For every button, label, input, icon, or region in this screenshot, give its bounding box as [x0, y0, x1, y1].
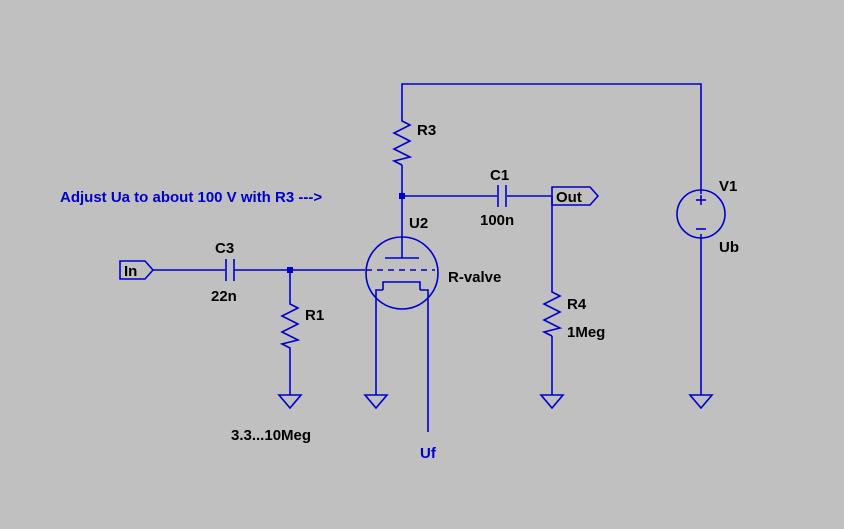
ground-icon-cathode — [363, 394, 389, 410]
r4-value: 1Meg — [567, 324, 605, 341]
c1-value: 100n — [480, 212, 514, 229]
v1-value: Ub — [719, 239, 739, 256]
port-out-label: Out — [556, 189, 582, 206]
ground-icon-r4 — [539, 394, 565, 410]
resistor-r3[interactable] — [391, 117, 413, 166]
filament-net-label: Uf — [420, 445, 437, 462]
wire-cathode-gnd[interactable] — [375, 289, 383, 395]
r3-name: R3 — [417, 122, 436, 139]
junction-grid — [287, 267, 293, 273]
r1-name: R1 — [305, 307, 324, 324]
ground-icon-r1 — [277, 394, 303, 410]
valve-u2[interactable] — [365, 236, 439, 310]
resistor-r4[interactable] — [541, 288, 563, 337]
port-in[interactable]: In — [119, 260, 155, 280]
wire-top-rail[interactable] — [401, 83, 702, 190]
port-out[interactable]: Out — [551, 186, 600, 206]
wire-filament[interactable] — [420, 289, 429, 432]
junction-plate — [399, 193, 405, 199]
ground-icon-v1 — [688, 394, 714, 410]
u2-name: U2 — [409, 215, 428, 232]
r1-value: 3.3...10Meg — [231, 427, 311, 444]
capacitor-c3[interactable] — [225, 259, 235, 281]
annotation-text: Adjust Ua to about 100 V with R3 ---> — [60, 189, 322, 206]
voltage-source-v1[interactable] — [676, 189, 726, 239]
u2-value: R-valve — [448, 269, 501, 286]
wires — [153, 83, 702, 432]
c3-value: 22n — [211, 288, 237, 305]
capacitor-c1[interactable] — [497, 185, 507, 207]
c3-name: C3 — [215, 240, 234, 257]
r4-name: R4 — [567, 296, 587, 313]
port-in-label: In — [124, 263, 137, 280]
v1-name: V1 — [719, 178, 737, 195]
c1-name: C1 — [490, 167, 509, 184]
resistor-r1[interactable] — [279, 300, 301, 352]
